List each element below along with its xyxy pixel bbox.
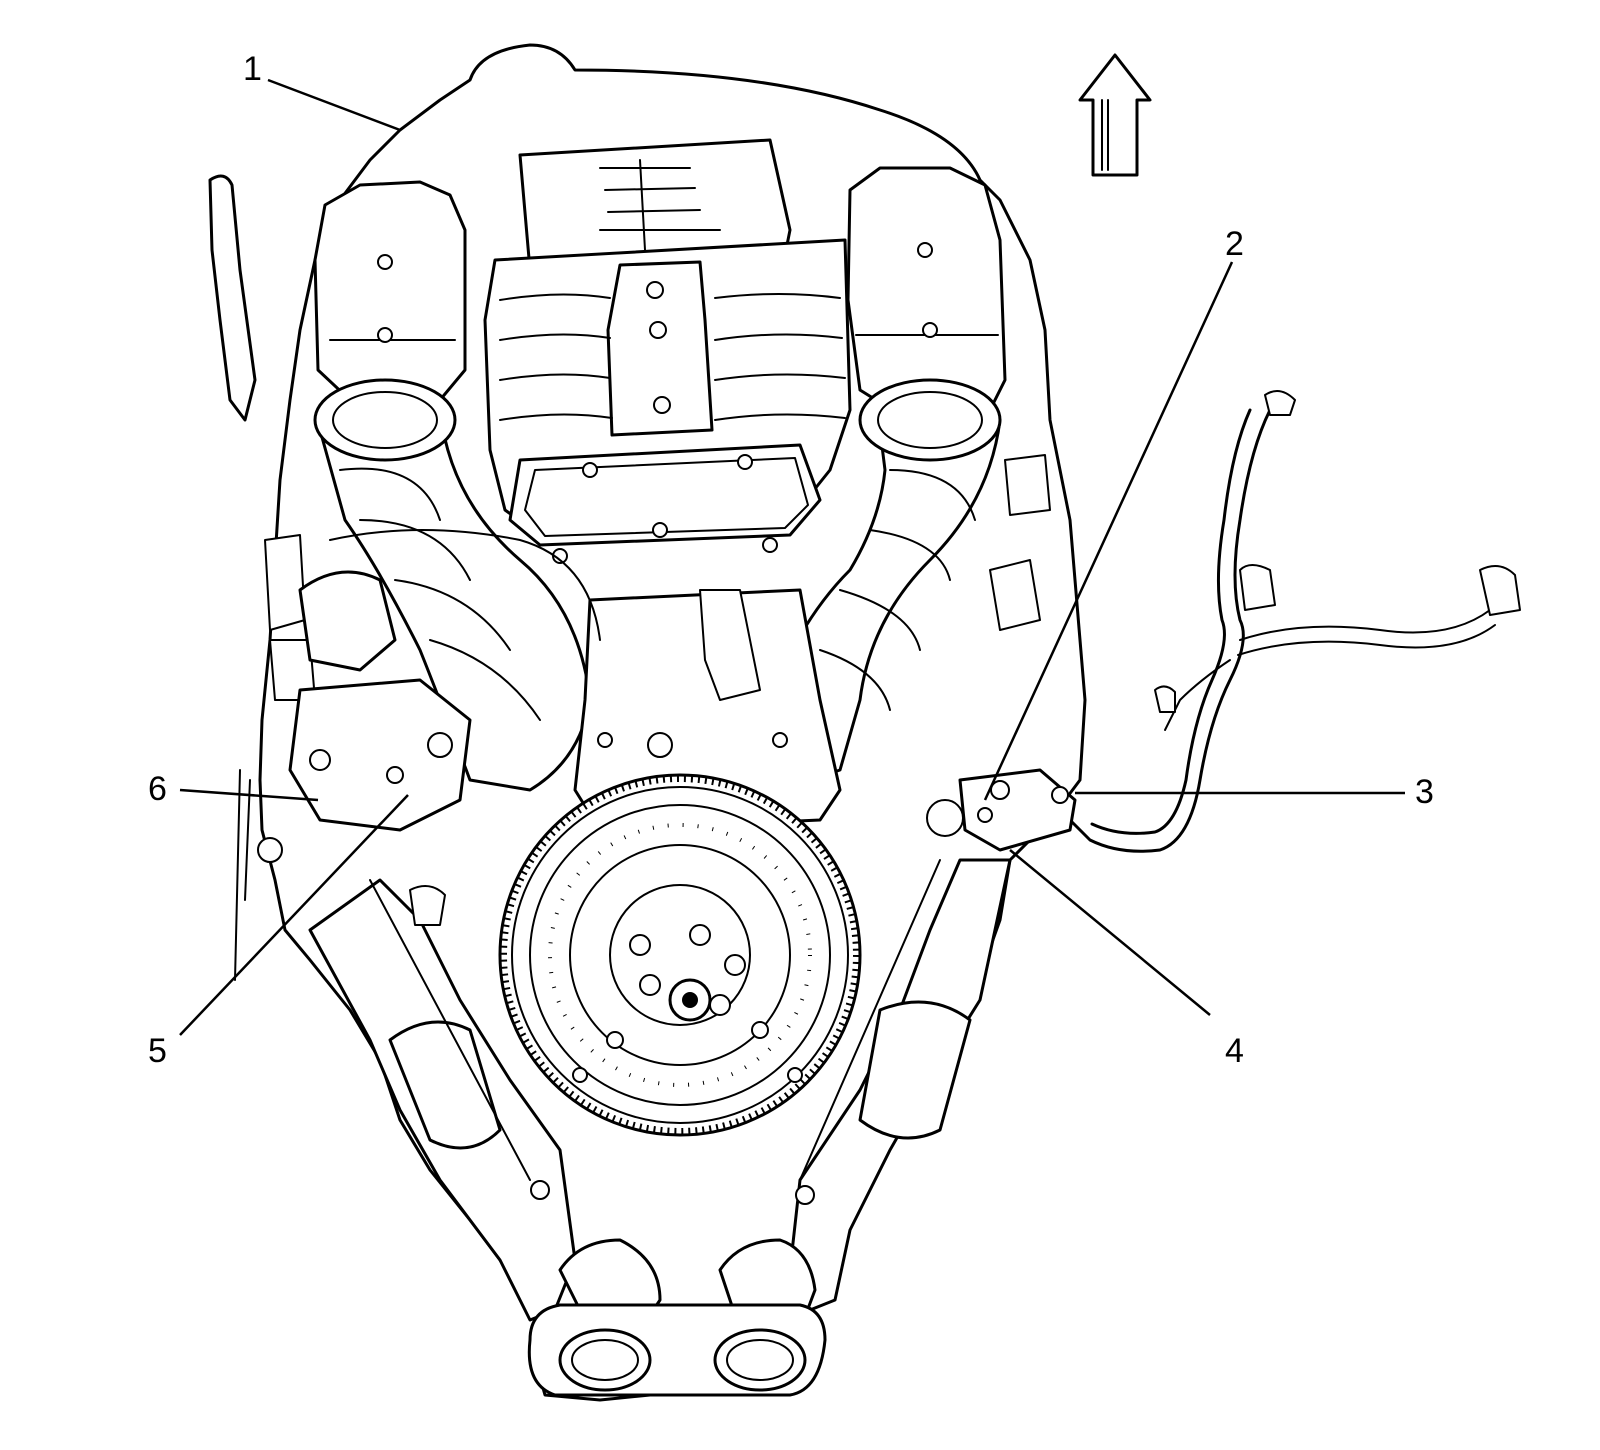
flywheel <box>498 773 862 1137</box>
leader-2 <box>983 261 1234 801</box>
right-valve-cover <box>846 166 1007 421</box>
callout-3: 3 <box>1415 773 1434 811</box>
callout-leaders <box>179 78 1405 1036</box>
callouts: 1 2 3 4 5 6 <box>148 50 1434 1070</box>
callout-4: 4 <box>1225 1032 1244 1070</box>
leader-4 <box>1009 849 1211 1016</box>
right-intake-tube <box>768 378 1002 792</box>
left-side-components <box>208 174 601 981</box>
callout-2: 2 <box>1225 225 1244 263</box>
leader-6 <box>179 788 319 802</box>
callout-1: 1 <box>243 50 262 88</box>
leader-5 <box>179 794 409 1036</box>
left-intake-tube <box>313 378 592 792</box>
callout-5: 5 <box>148 1032 167 1070</box>
up-arrow-icon <box>1078 53 1152 177</box>
leader-1 <box>267 78 401 132</box>
callout-6: 6 <box>148 770 167 808</box>
exhaust-system <box>308 858 1012 1397</box>
supercharger <box>483 138 852 564</box>
